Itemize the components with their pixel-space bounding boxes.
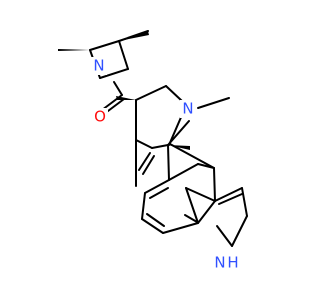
atom-label-layer: N O N N H [91, 57, 242, 272]
wedge-methyl-right [119, 31, 149, 41]
bond-left-ring-lower [135, 139, 153, 149]
bond-azetidine-bottom [99, 68, 129, 79]
indole-hydrogen-label: H [227, 254, 238, 272]
bond-benzene-inner-top [149, 187, 169, 199]
bond-benzene-left-bottom [141, 218, 164, 234]
bond-alkene-double-b [142, 155, 155, 175]
bond-n-methyl [197, 97, 230, 109]
indole-nitrogen-label: N [214, 254, 225, 272]
canvas-background [0, 0, 300, 300]
bond-central-to-right [168, 163, 199, 181]
bond-ring-right-diagonal [169, 143, 215, 169]
bond-pyrrole-right [241, 187, 248, 217]
stereo-bond-layer [58, 31, 190, 150]
carbonyl-oxygen-label: O [94, 108, 106, 126]
bond-benzene-inner-left [146, 213, 165, 227]
bond-azetidine-right [118, 40, 129, 70]
bond-to-ring-nitrogen [165, 85, 183, 102]
bond-nh-to-benzene [216, 225, 233, 247]
bond-alkene-double-a [138, 152, 151, 171]
bond-benzene-top [144, 179, 170, 194]
bond-benzene-inner-bottom [184, 214, 198, 223]
bond-pyrrole-top [214, 187, 243, 202]
bond-ring-top [135, 85, 167, 101]
bond-pyrrole-to-nh [231, 215, 248, 247]
bond-pyrrole-double-inner [218, 193, 243, 205]
bond-indole-middle [185, 187, 216, 202]
label-mask-ring-n [180, 100, 196, 118]
label-mask-azetidine-n [91, 57, 107, 75]
chemical-structure-diagram: N O N N H [0, 0, 300, 300]
bond-n-to-carbonyl [113, 81, 123, 96]
bond-azetidine-top [89, 40, 120, 51]
molecule-canvas: N O N N H [0, 0, 300, 300]
azetidine-nitrogen-label: N [93, 57, 104, 75]
wedge-ring-junction [168, 145, 190, 150]
bond-benzene-bottom [162, 222, 199, 234]
ring-nitrogen-label: N [182, 100, 193, 118]
wedge-methyl-left [58, 49, 90, 51]
label-mask-indole-nh [211, 254, 242, 272]
bond-central-vertical [167, 144, 170, 181]
label-mask-oxygen [92, 108, 108, 126]
bond-pyrrole-lower-left [197, 200, 216, 224]
bond-right-vertical [213, 167, 216, 202]
bond-ring-nitrogen-lower [168, 114, 183, 146]
bond-alkene-bridge [151, 144, 169, 149]
bond-indole-left [185, 187, 199, 224]
bond-benzene-left [141, 192, 146, 220]
wedge-carbonyl [116, 96, 136, 100]
